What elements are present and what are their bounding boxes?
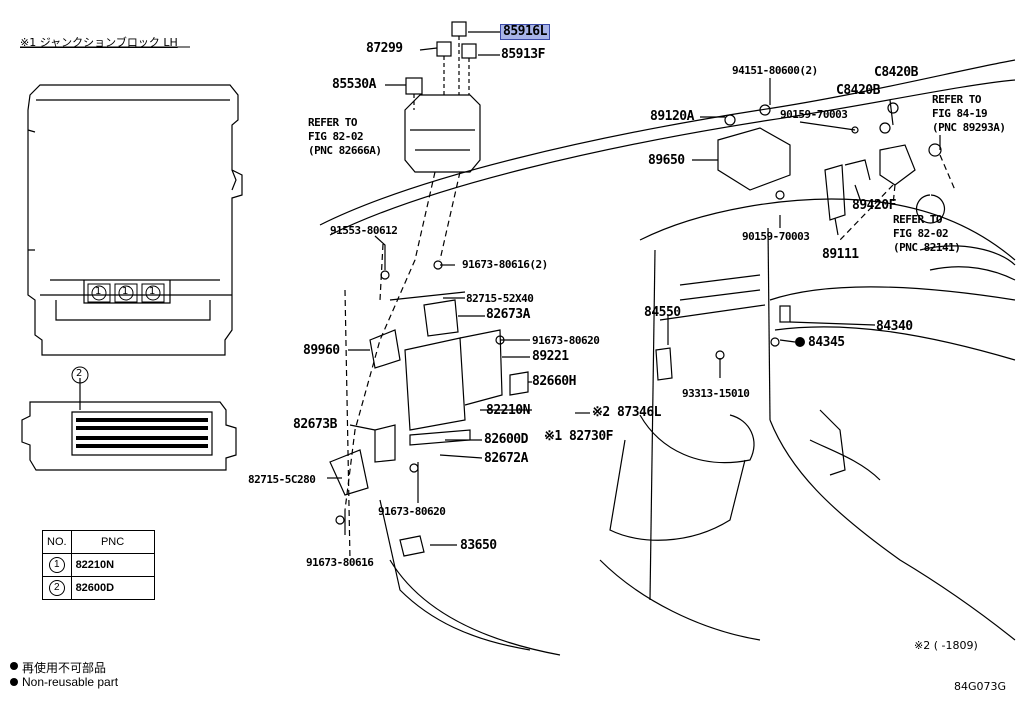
pnc-table: NO. PNC 1 82210N 2 82600D [42,530,155,600]
refer-82666a-line2[interactable]: FIG 82-02 [308,130,364,143]
part-84345[interactable]: 84345 [808,335,845,350]
part-85916L[interactable]: 85916L [500,24,550,40]
junction-block-illustration [27,84,243,356]
table-row-pnc[interactable]: 82210N [70,553,155,577]
legend-en: Non-reusable part [22,675,119,689]
part-C8420B-lower[interactable]: C8420B [836,83,880,98]
refer-89293a-line1: REFER TO [932,93,981,106]
dashed-routing [344,154,956,561]
refer-82141-line2[interactable]: FIG 82-02 [893,227,949,240]
part-82673A[interactable]: 82673A [486,307,530,322]
footnote: ※2 ( -1809) [914,639,978,652]
table-row-no: 1 [48,557,65,573]
dashboard-outline [319,59,1016,656]
part-90159-70003-upper[interactable]: 90159-70003 [780,108,848,121]
part-82730F[interactable]: ※1 82730F [544,429,614,444]
part-82715-52X40[interactable]: 82715-52X40 [466,292,534,305]
callout-1b: 1 [122,286,129,297]
legend-jp: 再使用不可部品 [22,661,107,675]
junction-block-title: ※1 ジャンクションブロック LH [20,36,178,49]
part-82660H[interactable]: 82660H [532,374,576,389]
part-84340[interactable]: 84340 [876,319,913,334]
refer-82666a-line3[interactable]: (PNC 82666A) [308,144,382,157]
table-row: 1 82210N [42,553,155,577]
part-87346L[interactable]: ※2 87346L [592,405,662,420]
part-82715-5C280[interactable]: 82715-5C280 [248,473,316,486]
part-83650[interactable]: 83650 [460,538,497,553]
part-91673-80616[interactable]: 91673-80616 [306,556,374,569]
part-82600D[interactable]: 82600D [484,432,528,447]
part-90159-70003-lower[interactable]: 90159-70003 [742,230,810,243]
callout-2: 2 [76,368,83,379]
part-91673-80620-lower[interactable]: 91673-80620 [378,505,446,518]
part-91673-80616-2[interactable]: 91673-80616(2) [462,258,548,271]
table-header-no: NO. [42,530,72,554]
part-84550[interactable]: 84550 [644,305,681,320]
part-82210N[interactable]: 82210N [486,403,530,418]
fasteners [335,102,942,525]
part-89650[interactable]: 89650 [648,153,685,168]
legend-bullet-en [10,678,18,686]
refer-89293a-line2[interactable]: FIG 84-19 [932,107,988,120]
part-89420F[interactable]: 89420F [852,198,896,213]
leader-lines [327,31,941,546]
non-reusable-mark [795,337,805,347]
part-89960[interactable]: 89960 [303,343,340,358]
diagram-code: 84G073G [954,680,1007,693]
part-91553-80612[interactable]: 91553-80612 [330,224,398,237]
relay-block-illustration [404,21,481,173]
part-85530A[interactable]: 85530A [332,77,376,92]
table-row-no: 2 [48,580,65,596]
part-91673-80620-upper[interactable]: 91673-80620 [532,334,600,347]
table-row-pnc[interactable]: 82600D [70,576,155,600]
part-93313-15010[interactable]: 93313-15010 [682,387,750,400]
table-header-pnc: PNC [70,530,155,554]
part-82673B[interactable]: 82673B [293,417,337,432]
part-87299[interactable]: 87299 [366,41,403,56]
callout-1c: 1 [149,286,156,297]
refer-82141-line3[interactable]: (PNC 82141) [893,241,961,254]
part-82672A[interactable]: 82672A [484,451,528,466]
part-89221[interactable]: 89221 [532,349,569,364]
legend-bullet-jp [10,662,18,670]
part-C8420B-upper[interactable]: C8420B [874,65,918,80]
ecu-modules-illustration [329,127,916,557]
refer-89293a-line3[interactable]: (PNC 89293A) [932,121,1006,134]
part-89120A[interactable]: 89120A [650,109,694,124]
refer-82666a-line1: REFER TO [308,116,357,129]
refer-82141-line1: REFER TO [893,213,942,226]
callout-1a: 1 [95,286,102,297]
part-89111[interactable]: 89111 [822,247,859,262]
connector-block-illustration [21,378,237,471]
part-85913F[interactable]: 85913F [501,47,545,62]
table-row: 2 82600D [42,576,155,600]
part-94151-80600[interactable]: 94151-80600(2) [732,64,818,77]
